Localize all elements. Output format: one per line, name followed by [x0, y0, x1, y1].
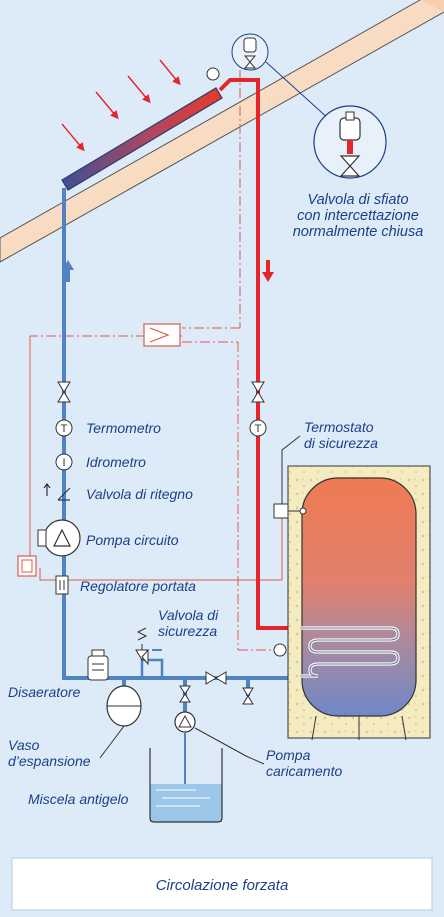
antifreeze-container [149, 748, 223, 823]
valve-horizontal [205, 671, 227, 685]
deaerator-symbol [87, 649, 109, 681]
tank-sensor [273, 643, 287, 657]
vaso-leader [99, 725, 125, 759]
termometro-label: Termometro [86, 420, 161, 436]
circuit-pump-symbol [37, 519, 81, 557]
check-valve-symbol [43, 483, 71, 501]
controller-sensor-inner [21, 559, 33, 573]
termostato-label: Termostato di sicurezza [304, 419, 378, 451]
miscela-antigelo-label: Miscela antigelo [28, 791, 129, 807]
controller-box [143, 323, 181, 347]
thermostat-wire [29, 336, 283, 581]
termostato-line-2: di sicurezza [304, 435, 378, 451]
thermostat-probe-head [299, 507, 307, 515]
flow-arrow-down [262, 260, 274, 282]
air-vent-top [206, 33, 269, 81]
expansion-vessel-symbol [106, 685, 142, 727]
vaso-espansione-label: Vaso d’espansione [8, 737, 91, 769]
controller-sensor-box [17, 555, 37, 577]
hot-pipes [218, 78, 300, 630]
pompa-caricamento-line-2: caricamento [266, 763, 342, 779]
caption-text: Circolazione forzata [156, 877, 289, 894]
valvola-sicurezza-line-2: sicurezza [158, 623, 217, 639]
roof-underside [0, 0, 444, 263]
storage-tank [287, 465, 431, 741]
fill-valve [179, 685, 191, 703]
drain-valve [242, 687, 254, 705]
sun-rays [61, 59, 181, 152]
roof [0, 0, 444, 262]
safety-valve-symbol [135, 627, 149, 666]
valvola-sicurezza-label: Valvola di sicurezza [158, 607, 219, 639]
valvola-ritegno-label: Valvola di ritegno [86, 486, 193, 502]
solar-collector [61, 87, 223, 191]
flow-arrow-up [62, 260, 74, 282]
thermostat-leader [281, 435, 301, 504]
thermometer-hot-letter: T [255, 423, 262, 435]
valvola-sicurezza-line-1: Valvola di [158, 607, 219, 623]
idrometro-label: Idrometro [86, 454, 146, 470]
heat-exchanger-coil-outline [300, 627, 399, 677]
hydrometer-symbol: I [55, 453, 73, 471]
thermometer-symbol: T [55, 419, 73, 437]
hydrometer-letter: I [62, 457, 65, 469]
flow-regulator-symbol [55, 575, 69, 595]
pompa-caricamento-line-1: Pompa [266, 747, 311, 763]
pompa-circuito-label: Pompa circuito [86, 532, 179, 548]
safety-valve-branch [140, 658, 164, 678]
thermometer-hot-symbol: T [249, 419, 267, 437]
pompa-caricamento-label: Pompa caricamento [266, 747, 342, 779]
roof-top-area [420, 0, 444, 12]
caption-box: Circolazione forzata [11, 857, 433, 911]
valve-hot-line [251, 381, 265, 403]
vent-leader-line [265, 61, 331, 121]
thermostat-box [273, 503, 289, 519]
termostato-line-1: Termostato [304, 419, 374, 435]
vaso-line-2: d’espansione [8, 753, 91, 769]
valvola-sfiato-line-2: con intercettazione [297, 208, 419, 224]
filling-pump-symbol [174, 711, 196, 733]
regolatore-portata-label: Regolatore portata [80, 578, 196, 594]
disaeratore-label: Disaeratore [8, 684, 81, 700]
air-vent-detail [313, 105, 387, 179]
valve-cold-line [57, 381, 71, 403]
thermometer-letter: T [61, 423, 68, 435]
valvola-sfiato-label: Valvola di sfiato con intercettazione no… [293, 192, 424, 240]
valvola-sfiato-line-3: normalmente chiusa [293, 224, 424, 240]
vaso-line-1: Vaso [8, 737, 40, 753]
valvola-sfiato-line-1: Valvola di sfiato [307, 192, 408, 208]
pompa-caricamento-leader [194, 727, 265, 765]
